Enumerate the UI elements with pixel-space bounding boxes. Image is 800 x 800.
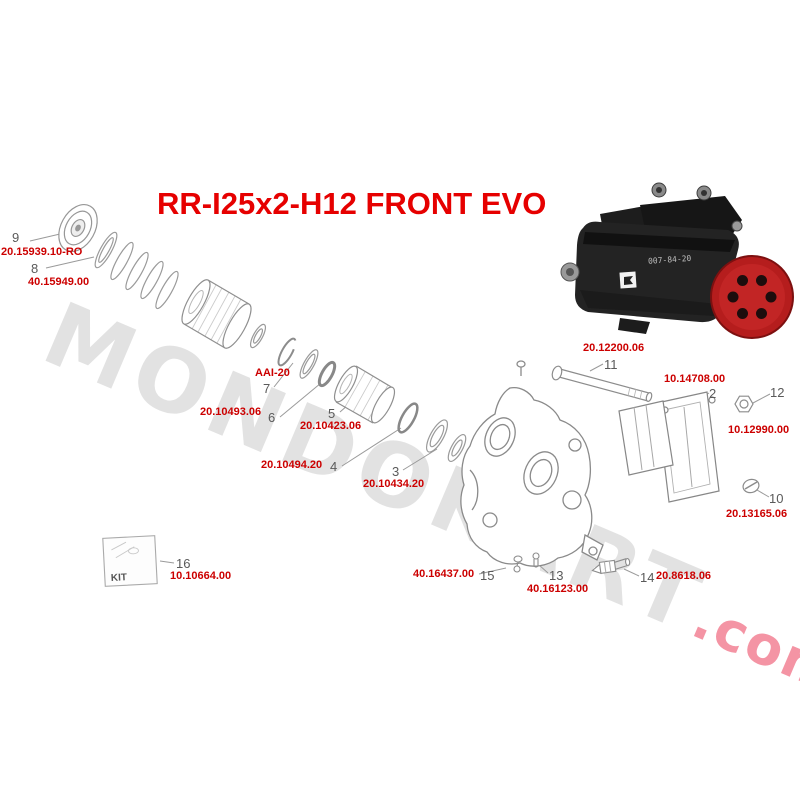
part-number-8: 8: [31, 261, 39, 276]
photo-model-label: 007-84-20: [648, 254, 692, 266]
piston-large-drawing: [181, 279, 252, 349]
part-drawing-16: KIT: [102, 535, 158, 587]
page-title: RR-I25x2-H12 FRONT EVO: [157, 186, 547, 221]
part-number-13: 13: [549, 568, 564, 583]
part-code-2: 10.14708.00: [664, 373, 726, 385]
part-number-14: 14: [640, 570, 655, 585]
part-code-4: 20.10494.20: [261, 459, 323, 471]
part-drawing-12: [734, 395, 754, 413]
part-number-5: 5: [328, 406, 336, 421]
brand-logo-icon: [619, 271, 637, 289]
part-number-9: 9: [12, 230, 20, 245]
part-drawing-7: [277, 337, 297, 367]
part-drawing-6: [299, 349, 337, 388]
part-drawing-9: [58, 204, 98, 252]
part-code-11: 20.12200.06: [583, 342, 645, 354]
part-number-16: 16: [176, 556, 191, 571]
part-code-7: AAI-20: [255, 367, 290, 379]
part-code-12: 10.12990.00: [728, 424, 790, 436]
part-number-6: 6: [268, 410, 276, 425]
kit-box-label: KIT: [111, 572, 128, 584]
part-number-4: 4: [330, 459, 338, 474]
part-code-13: 40.16123.00: [527, 583, 589, 595]
part-number-12: 12: [770, 385, 785, 400]
part-code-6: 20.10493.06: [200, 406, 262, 418]
part-number-11: 11: [604, 357, 618, 372]
disc-holes: [727, 275, 777, 319]
part-drawing-8: [94, 231, 179, 310]
part-code-15: 40.16437.00: [413, 568, 475, 580]
part-code-10: 20.13165.06: [726, 508, 788, 520]
part-drawing-5: [333, 365, 396, 424]
part-number-10: 10: [769, 491, 784, 506]
part-drawing-11: [551, 365, 653, 402]
part-number-7: 7: [263, 381, 271, 396]
caliper-photo: 007-84-20: [560, 182, 794, 339]
part-code-9: 20.15939.10-RO: [1, 246, 83, 258]
part-drawing-3: [425, 419, 467, 462]
caliper-body-drawing: [460, 360, 604, 567]
part-number-3: 3: [392, 464, 400, 479]
part-code-5: 20.10423.06: [300, 420, 362, 432]
part-drawing-14: [591, 557, 631, 575]
part-code-16: 10.10664.00: [170, 570, 232, 582]
part-drawing-13: [532, 552, 540, 568]
part-drawing-15: [513, 555, 523, 573]
washer-drawing: [249, 323, 267, 349]
part-drawing-10: [742, 478, 760, 494]
part-code-3: 20.10434.20: [363, 478, 425, 490]
part-code-8: 40.15949.00: [28, 276, 90, 288]
part-number-15: 15: [480, 568, 495, 583]
part-drawing-4: [397, 402, 419, 434]
part-drawing-2: [618, 391, 720, 503]
part-code-14: 20.8618.06: [656, 570, 712, 582]
part-number-2: 2: [709, 386, 717, 401]
